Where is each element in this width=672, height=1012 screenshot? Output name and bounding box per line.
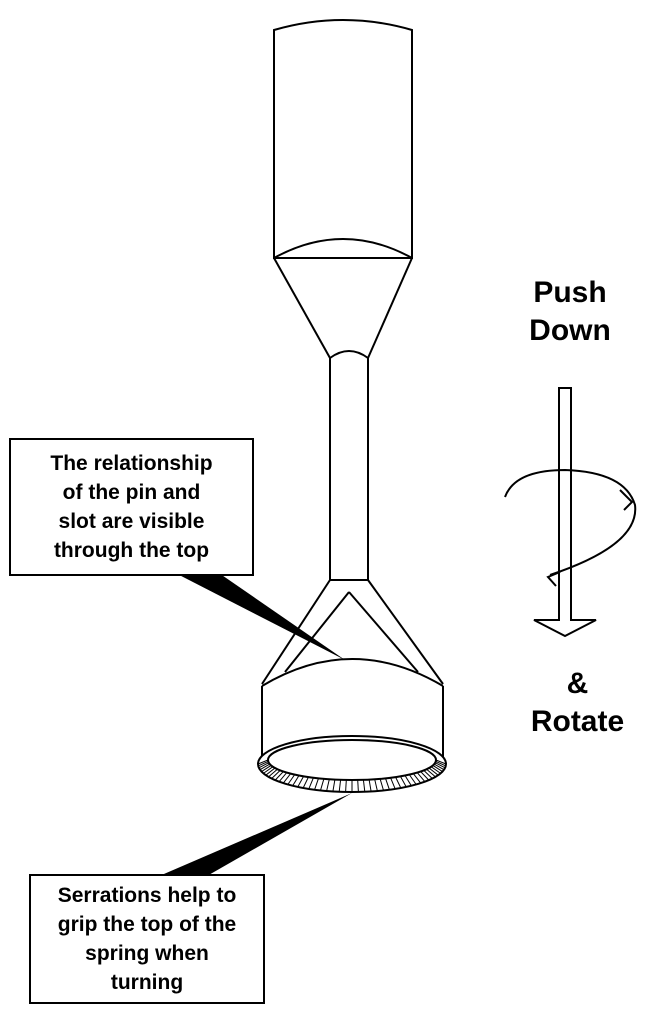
serration-tooth: [308, 777, 314, 790]
serration-tooth: [416, 772, 426, 783]
serration-tooth: [292, 775, 300, 786]
tool-shaft: [329, 350, 369, 581]
serration-tooth: [287, 774, 296, 785]
serration-tooth: [302, 776, 309, 789]
serration-tooth: [430, 766, 441, 774]
serration-tooth: [271, 770, 281, 779]
serration-tooth: [257, 759, 269, 765]
callout-serrations-line-2: grip the top of the: [57, 913, 237, 936]
down-arrow-icon: [533, 387, 597, 638]
rotation-arrow-icon: [504, 468, 637, 587]
rotate-label: & Rotate: [495, 665, 660, 741]
tool-yoke: [261, 579, 444, 685]
serration-tooth: [432, 764, 443, 773]
serration-tooth: [326, 779, 330, 792]
serration-tooth: [379, 778, 384, 791]
serration-tooth: [434, 762, 446, 769]
serration-tooth: [428, 767, 439, 776]
serration-tooth: [345, 779, 347, 792]
serration-tooth: [385, 778, 390, 790]
callout-pin-slot-line-4: through the top: [53, 539, 210, 562]
serration-tooth: [420, 771, 430, 781]
rotate-label-text: Rotate: [530, 705, 625, 738]
serration-tooth: [435, 760, 447, 767]
serration-tooth: [368, 779, 372, 792]
tool-handle: [273, 19, 413, 259]
serration-tooth: [435, 759, 447, 765]
callout-serrations: Serrations help to grip the top of the s…: [29, 874, 265, 1004]
serration-tooth: [395, 776, 402, 789]
serration-tooth: [261, 764, 272, 773]
serration-tooth: [258, 762, 270, 769]
push-label-line-2: Down: [529, 314, 611, 347]
tool-base: [257, 658, 447, 793]
callout-serrations-line-1: Serrations help to: [57, 884, 237, 907]
serration-tooth: [259, 763, 271, 771]
serration-tooth: [423, 770, 433, 779]
callout-pin-slot-line-3: slot are visible: [58, 510, 205, 533]
serration-tooth: [257, 760, 269, 767]
push-label-line-1: Push: [533, 276, 607, 309]
serration-tooth: [278, 772, 288, 783]
callout-pin-slot-line-2: of the pin and: [62, 481, 201, 504]
serration-tooth: [268, 768, 278, 778]
serration-tooth: [413, 773, 422, 784]
callout-serrations-line-4: turning: [110, 971, 184, 994]
callout-pointer-bottom: [150, 793, 352, 880]
tool-cone: [273, 257, 413, 359]
callout-pin-slot: The relationship of the pin and slot are…: [9, 438, 254, 576]
serration-tooth: [263, 766, 274, 774]
serration-tooth: [357, 779, 359, 792]
serration-tooth: [399, 776, 407, 788]
serration-tooth: [320, 778, 325, 791]
serration-tooth: [282, 773, 291, 784]
callout-serrations-line-3: spring when: [85, 942, 209, 965]
serration-tooth: [338, 779, 342, 792]
ampersand-label: &: [566, 667, 589, 700]
serration-tooth: [426, 768, 436, 778]
serration-tooth: [390, 777, 396, 790]
serration-tooth: [332, 779, 336, 792]
serration-tooth: [362, 779, 366, 792]
serration-tooth: [408, 774, 417, 785]
serration-tooth: [433, 763, 445, 771]
serration-tooth: [297, 776, 305, 788]
serration-tooth: [265, 767, 276, 776]
serration-tooth: [404, 775, 412, 786]
serration-tooth: [274, 771, 284, 781]
callout-pin-slot-line-1: The relationship: [50, 452, 213, 475]
serration-tooth: [374, 779, 378, 792]
callout-pointer-top: [150, 560, 345, 660]
serration-tooth: [314, 778, 319, 790]
serrations: [257, 759, 447, 792]
push-down-label: Push Down: [495, 274, 645, 350]
